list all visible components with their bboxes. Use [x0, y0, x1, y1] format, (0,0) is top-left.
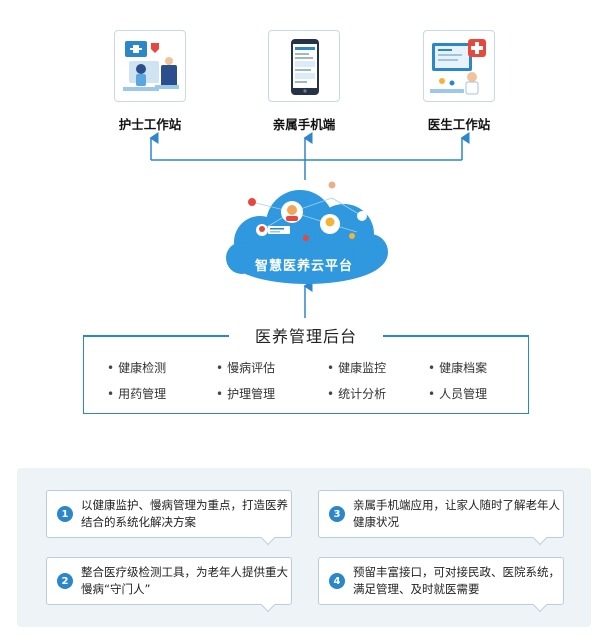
- highlight-card: 4 预留丰富接口，可对接民政、医院系统，满足管理、及时就医需要: [318, 557, 564, 613]
- feature-item: 健康档案: [428, 359, 487, 376]
- highlight-text: 以健康监护、慢病管理为重点，打造医养结合的系统化解决方案: [81, 498, 288, 529]
- cloud-platform: [226, 179, 388, 284]
- station-label: 亲属手机端: [272, 117, 336, 132]
- highlight-card: 1 以健康监护、慢病管理为重点，打造医养结合的系统化解决方案: [46, 490, 292, 546]
- feature-item: 健康检测: [107, 359, 166, 376]
- feature-item: 人员管理: [428, 385, 487, 402]
- highlight-text: 整合医疗级检测工具，为老年人提供重大慢病“守门人”: [81, 565, 288, 596]
- station-label: 护士工作站: [118, 117, 182, 132]
- backend-title: 医养管理后台: [254, 327, 357, 346]
- station-family: 亲属手机端: [266, 30, 342, 133]
- feature-item: 健康监控: [327, 359, 386, 376]
- backend-box: [83, 335, 529, 414]
- mobile-phone-icon: [268, 30, 340, 102]
- feature-item: 统计分析: [327, 385, 386, 402]
- backend-border-left: [83, 335, 229, 337]
- cloud-label: 智慧医养云平台: [254, 259, 353, 274]
- highlight-number: 4: [329, 573, 345, 589]
- feature-item: 用药管理: [107, 385, 166, 402]
- doctor-station-icon: [423, 30, 495, 102]
- station-label: 医生工作站: [427, 117, 491, 132]
- highlight-card: 3 亲属手机端应用，让家人随时了解老年人健康状况: [318, 490, 564, 546]
- highlight-number: 1: [57, 506, 73, 522]
- backend-border-right: [383, 335, 529, 337]
- station-doctor: 医生工作站: [421, 30, 497, 133]
- highlight-number: 3: [329, 506, 345, 522]
- highlight-text: 预留丰富接口，可对接民政、医院系统，满足管理、及时就医需要: [353, 565, 560, 596]
- highlight-text: 亲属手机端应用，让家人随时了解老年人健康状况: [353, 498, 560, 529]
- nurse-station-icon: [114, 30, 186, 102]
- feature-item: 护理管理: [216, 385, 275, 402]
- highlight-number: 2: [57, 573, 73, 589]
- highlight-card: 2 整合医疗级检测工具，为老年人提供重大慢病“守门人”: [46, 557, 292, 613]
- connector-lines: [149, 132, 470, 318]
- feature-item: 慢病评估: [216, 359, 275, 376]
- station-nurse: 护士工作站: [112, 30, 188, 133]
